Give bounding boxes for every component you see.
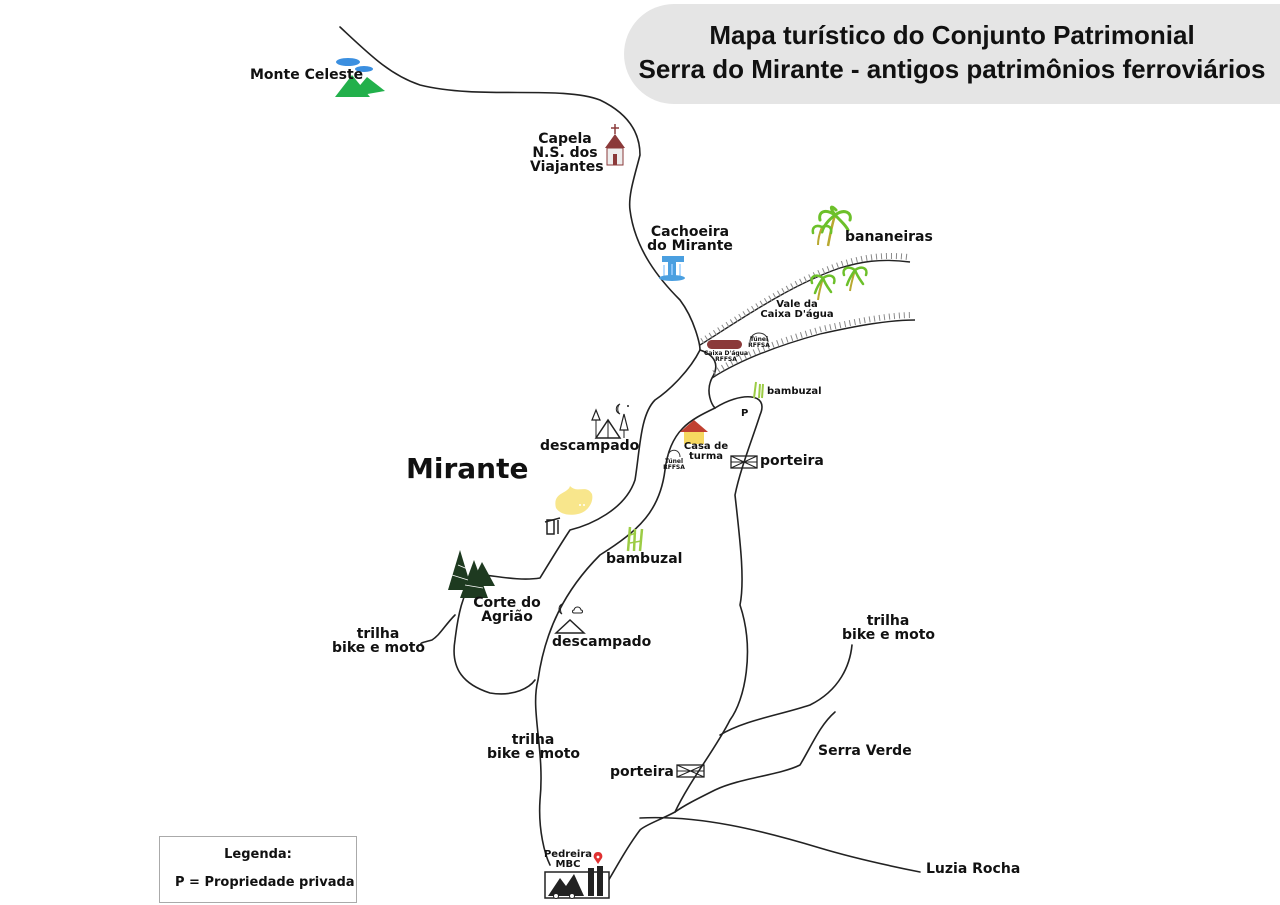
label-casa-line-1: Casa de [683,441,729,452]
road-serra-verde [674,711,836,813]
label-trilha-3-line-2: bike e moto [487,746,581,762]
palm-tree-icon [811,205,852,247]
palm-tree-icon [810,266,868,301]
label-capela: Capela N.S. dos Viajantes [530,131,604,175]
label-casa-de-turma: Casa de turma [680,442,732,462]
road-south [599,811,676,896]
label-trilha-2-line-1: trilha [866,613,910,629]
label-corte-do-agriao: Corte do Agrião [472,596,542,624]
roads [339,26,921,896]
mountain-icon [335,58,385,97]
label-trilha-2-line-2: bike e moto [842,627,936,643]
label-tunel-rffsa-1: Túnel RFFSA [744,337,774,349]
label-tunel-1-line-2: RFFSA [748,342,770,349]
viewpoint-icon [555,486,593,515]
label-pedreira-line-2: MBC [555,859,581,870]
label-porteira-1: porteira [760,453,824,469]
label-bambuzal: bambuzal [606,551,683,567]
label-corte-line-1: Corte do [473,595,541,611]
camping-icon [554,603,586,634]
road-east-loop [674,396,763,813]
label-tunel-rffsa-2: Túnel RFFSA [662,459,686,471]
chapel-icon [605,124,625,166]
label-cachoeira-line-1: Cachoeira [650,224,730,240]
bamboo-icon [626,526,644,552]
label-tunel-2-line-1: Túnel [664,458,684,465]
label-mirante: Mirante [406,452,529,485]
label-trilha-1-line-2: bike e moto [332,640,426,656]
label-descampado-2: descampado [552,634,652,650]
legend-box: Legenda: P = Propriedade privada [159,836,357,903]
railway-upper-ties [700,252,909,344]
label-trilha-east: trilha bike e moto [842,613,936,643]
water-tank-icon [707,340,742,349]
railway-lower-ties [712,312,914,376]
road-main-west [474,349,701,580]
map-title-box: Mapa turístico do Conjunto Patrimonial S… [624,4,1280,104]
label-trilha-1-line-1: trilha [356,626,400,642]
label-bambuzal-small: bambuzal [767,386,822,397]
label-tunel-2-line-2: RFFSA [663,464,685,471]
label-capela-line-3: Viajantes [530,159,604,175]
label-vale-caixa-dagua: Vale da Caixa D'água [752,300,842,320]
label-bananeiras: bananeiras [845,229,933,245]
label-descampado-1: descampado [540,438,640,454]
legend-item-private-property: P = Propriedade privada [175,875,355,890]
camping-icon [591,403,629,439]
road-north [339,26,701,351]
label-casa-line-2: turma [689,451,723,462]
quarry-icon [544,866,610,899]
label-pedreira-mbc: Pedreira MBC [542,850,594,870]
label-corte-line-2: Agrião [481,609,533,625]
label-vale-line-2: Caixa D'água [760,309,834,320]
road-inner-loop [534,407,716,866]
road-loop-west [453,574,536,695]
label-p-marker: P [741,408,749,419]
bamboo-icon [753,381,764,399]
map-title-line-1: Mapa turístico do Conjunto Patrimonial [709,20,1195,50]
label-caixa-dagua-rffsa: Caixa D'água RFFSA [704,351,748,363]
railway-upper [699,259,911,346]
location-pin-icon [593,852,603,864]
label-capela-line-2: N.S. dos [532,145,598,161]
tunnel-icon [749,332,769,343]
road-luzia-rocha [639,816,921,873]
label-serra-verde: Serra Verde [818,743,912,759]
railway-lower [711,319,916,379]
waterfall-icon [659,256,685,281]
label-cachoeira: Cachoeira do Mirante [640,225,740,253]
label-porteira-2: porteira [610,764,674,780]
label-pedreira-line-1: Pedreira [543,849,593,860]
label-capela-line-1: Capela [538,131,592,147]
label-luzia-rocha: Luzia Rocha [926,861,1021,877]
label-caixa-dagua-line-2: RFFSA [715,356,737,363]
legend-title: Legenda: [224,847,292,862]
house-icon [680,420,708,444]
label-trilha-west: trilha bike e moto [332,626,426,656]
road-trilha-west [420,614,456,646]
forest-icon [448,550,495,598]
label-tunel-1-line-1: Túnel [749,336,769,343]
viewpoint-icon [544,517,561,535]
road-trilha-east [719,644,853,736]
label-trilha-south: trilha bike e moto [487,732,581,762]
gate-icon [676,764,705,778]
label-cachoeira-line-2: do Mirante [647,238,733,254]
map-title-line-2: Serra do Mirante - antigos patrimônios f… [638,54,1266,84]
label-vale-line-1: Vale da [776,299,818,310]
tunnel-icon [667,449,681,458]
label-caixa-dagua-line-1: Caixa D'água [704,350,748,357]
gate-icon [730,455,758,469]
label-monte-celeste: Monte Celeste [250,67,364,83]
label-trilha-3-line-1: trilha [511,732,555,748]
